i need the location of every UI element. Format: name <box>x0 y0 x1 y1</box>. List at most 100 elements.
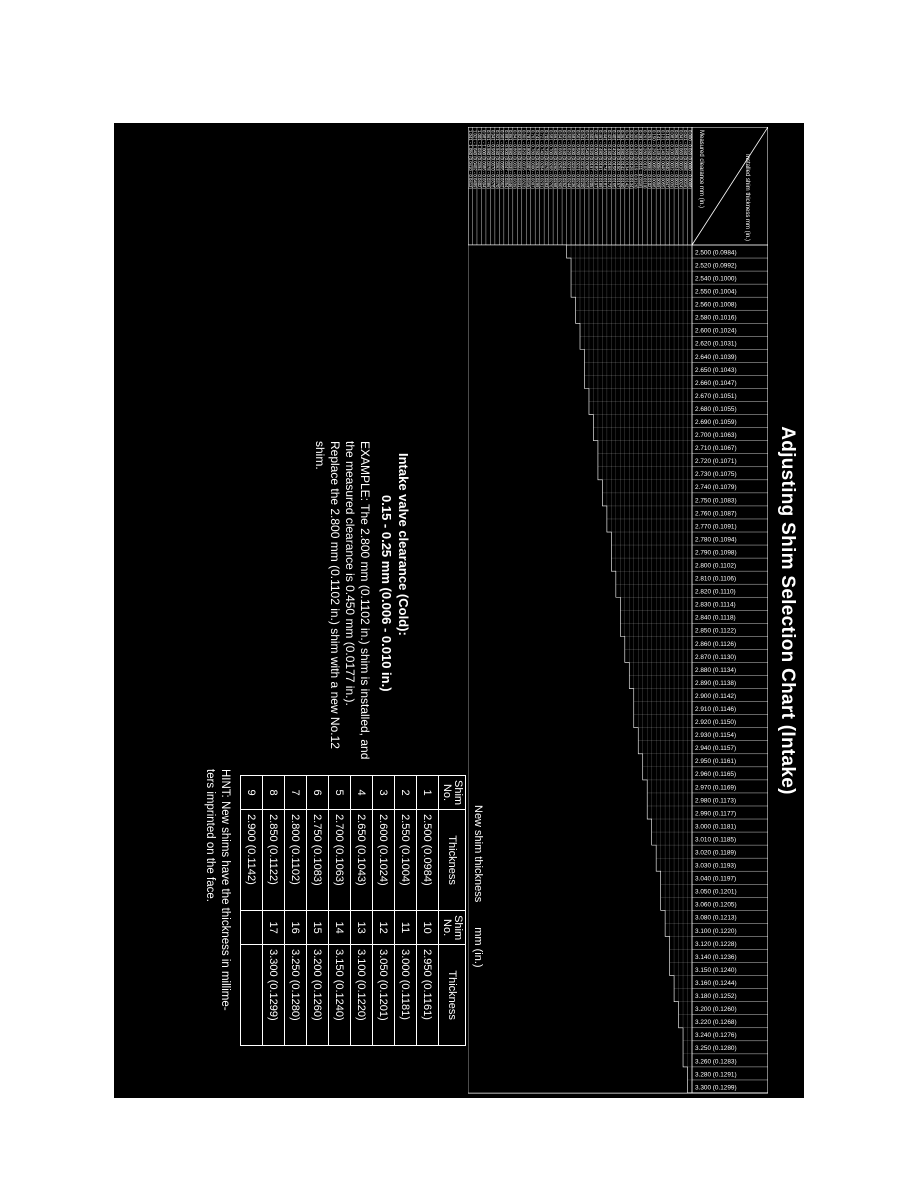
installed-thickness-label: 3.260 (0.1283) <box>695 1058 737 1065</box>
installed-thickness-label: 3.030 (0.1193) <box>695 863 736 870</box>
measured-clearance-label: 0.741 - 0.760 (0.0292 - 0.0299) <box>535 130 540 189</box>
installed-thickness-label: 2.920 (0.1150) <box>695 719 736 726</box>
shim-number: 1 <box>416 775 439 810</box>
rotated-content: Adjusting Shim Selection Chart (Intake) … <box>114 123 804 1098</box>
measured-clearance-label: 0.251 - 0.260 (0.0099 - 0.0102) <box>647 130 652 189</box>
measured-clearance-label: 0.261 - 0.280 (0.0103 - 0.0110) <box>643 130 648 189</box>
installed-thickness-label: 3.240 (0.1276) <box>695 1032 737 1039</box>
measured-clearance-label: 0.061 - 0.080 (0.0024 - 0.0031) <box>674 130 679 189</box>
shim-thickness: 3.100 (0.1220) <box>350 944 373 1046</box>
shim-thickness: 3.300 (0.1299) <box>262 944 285 1046</box>
installed-thickness-label: 2.840 (0.1118) <box>695 615 736 622</box>
page-title: Adjusting Shim Selection Chart (Intake) <box>777 426 798 795</box>
shim-number: 11 <box>394 910 417 945</box>
hint-text: HINT: New shims have the thickness in mi… <box>202 769 232 1089</box>
installed-thickness-label: 3.100 (0.1220) <box>695 928 737 935</box>
measured-clearance-label: 0.861 - 0.880 (0.0339 - 0.0346) <box>508 130 513 189</box>
installed-thickness-label: 2.820 (0.1110) <box>695 589 736 596</box>
installed-thickness-label: 3.150 (0.1240) <box>695 967 737 974</box>
shim-number: 6 <box>306 775 329 810</box>
shim-number: 5 <box>328 775 351 810</box>
measured-clearance-label: 0.361 - 0.380 (0.0142 - 0.0150) <box>620 130 625 189</box>
installed-thickness-label: 3.250 (0.1280) <box>695 1045 737 1052</box>
installed-thickness-label: 2.800 (0.1102) <box>695 563 736 570</box>
installed-thickness-label: 2.780 (0.1094) <box>695 536 737 543</box>
measured-clearance-label: 0.041 - 0.060 (0.0016 - 0.0024) <box>678 130 683 189</box>
installed-thickness-label: 2.620 (0.1031) <box>695 341 737 348</box>
measured-clearance-label: 0.661 - 0.680 (0.0260 - 0.0268) <box>553 130 558 189</box>
measured-clearance-label: 1.001 - 1.020 (0.0394 - 0.0402) <box>477 130 482 189</box>
installed-thickness-label: 3.050 (0.1201) <box>695 889 737 896</box>
installed-thickness-label: 2.890 (0.1138) <box>695 680 736 687</box>
measured-clearance-label: 0.150 - 0.250 (0.0059 - 0.0098) <box>652 130 657 189</box>
shim-thickness: 2.500 (0.0984) <box>416 809 439 911</box>
shim-thickness <box>240 944 263 1046</box>
measured-clearance-label: 0.541 - 0.560 (0.0213 - 0.0220) <box>580 130 585 189</box>
installed-thickness-label: 2.670 (0.1051) <box>695 393 737 400</box>
measured-clearance-label: 0.601 - 0.620 (0.0237 - 0.0244) <box>566 130 571 189</box>
installed-thickness-label: 2.940 (0.1157) <box>695 745 736 752</box>
new-shim-unit: mm (in.) <box>472 927 484 968</box>
measured-clearance-label: 0.921 - 0.940 (0.0363 - 0.0370) <box>495 130 500 189</box>
shim-number: 2 <box>394 775 417 810</box>
chart-panel: Adjusting Shim Selection Chart (Intake) … <box>114 123 804 1098</box>
measured-clearance-label: 0.341 - 0.360 (0.0134 - 0.0142) <box>625 130 630 189</box>
measured-clearance-label: 0.761 - 0.780 (0.0300 - 0.0307) <box>531 130 536 189</box>
installed-thickness-label: 2.900 (0.1142) <box>695 693 736 700</box>
installed-thickness-label: 2.680 (0.1055) <box>695 406 737 413</box>
installed-thickness-label: 2.550 (0.1004) <box>695 289 737 296</box>
clearance-value: 0.15 - 0.25 mm (0.006 - 0.010 in.) <box>379 495 394 692</box>
shim-thickness: 2.650 (0.1043) <box>350 809 373 911</box>
measured-clearance-label: 0.381 - 0.400 (0.0150 - 0.0157) <box>616 130 621 189</box>
installed-thickness-label: 2.790 (0.1098) <box>695 549 737 556</box>
new-shim-header: New shim thickness mm (in.) <box>472 805 484 968</box>
installed-thickness-label: 3.280 (0.1291) <box>695 1071 737 1078</box>
installed-thickness-label: 3.120 (0.1228) <box>695 941 737 948</box>
installed-thickness-label: 2.910 (0.1146) <box>695 706 736 713</box>
example-line: shim. <box>313 441 327 470</box>
shim-number: 13 <box>350 910 373 945</box>
shim-thickness: 2.600 (0.1024) <box>372 809 395 911</box>
measured-clearance-label: 0.961 - 0.980 (0.0378 - 0.0386) <box>486 130 491 189</box>
shim-thickness: 3.000 (0.1181) <box>394 944 417 1046</box>
example-text: EXAMPLE: The 2.800 mm (0.1102 in.) shim … <box>312 441 372 759</box>
measured-clearance-label: 0.621 - 0.640 (0.0244 - 0.0252) <box>562 130 567 189</box>
installed-thickness-label: 2.760 (0.1087) <box>695 510 737 517</box>
col-thickness: Thickness <box>438 944 466 1046</box>
measured-clearance-label: 0.401 - 0.420 (0.0158 - 0.0165) <box>611 130 616 189</box>
measured-clearance-label: 0.481 - 0.500 (0.0189 - 0.0197) <box>593 130 598 189</box>
shim-selection-grid: Installed shim thickness mm (in.)Measure… <box>468 127 768 1094</box>
shim-number: 7 <box>284 775 307 810</box>
installed-thickness-label: 2.980 (0.1173) <box>695 797 736 804</box>
shim-thickness: 3.150 (0.1240) <box>328 944 351 1046</box>
shim-number: 4 <box>350 775 373 810</box>
installed-thickness-label: 2.560 (0.1008) <box>695 302 737 309</box>
shim-thickness: 2.950 (0.1161) <box>416 944 439 1046</box>
installed-thickness-label: 2.500 (0.0984) <box>695 249 737 256</box>
shim-number: 14 <box>328 910 351 945</box>
col-thickness: Thickness <box>438 809 466 911</box>
measured-clearance-label: 0.421 - 0.440 (0.0166 - 0.0173) <box>607 130 612 189</box>
installed-thickness-label: 2.730 (0.1075) <box>695 471 737 478</box>
measured-clearance-label: 0.681 - 0.700 (0.0268 - 0.0276) <box>549 130 554 189</box>
measured-clearance-label: 0.941 - 0.960 (0.0370 - 0.0378) <box>490 130 495 189</box>
installed-thickness-label: 2.710 (0.1067) <box>695 445 737 452</box>
measured-clearance-label: 0.301 - 0.320 (0.0119 - 0.0126) <box>634 130 639 189</box>
shim-thickness: 3.250 (0.1280) <box>284 944 307 1046</box>
example-line: EXAMPLE: The 2.800 mm (0.1102 in.) shim … <box>358 441 372 760</box>
measured-clearance-label: 0.081 - 0.100 (0.0032 - 0.0039) <box>669 130 674 189</box>
col-shim-no: Shim No. <box>438 910 466 945</box>
measured-clearance-label: 0.441 - 0.460 (0.0174 - 0.0181) <box>602 130 607 189</box>
measured-clearance-label: 0.801 - 0.820 (0.0315 - 0.0323) <box>522 130 527 189</box>
measured-clearance-label: 0.561 - 0.580 (0.0221 - 0.0228) <box>575 130 580 189</box>
hint-line: HINT: New shims have the thickness in mi… <box>219 769 231 1011</box>
example-line: the measured clearance is 0.450 mm (0.01… <box>343 441 357 706</box>
new-shim-header-label: New shim thickness <box>472 805 484 903</box>
empty-region <box>468 244 692 1094</box>
installed-thickness-label: 2.690 (0.1059) <box>695 419 737 426</box>
